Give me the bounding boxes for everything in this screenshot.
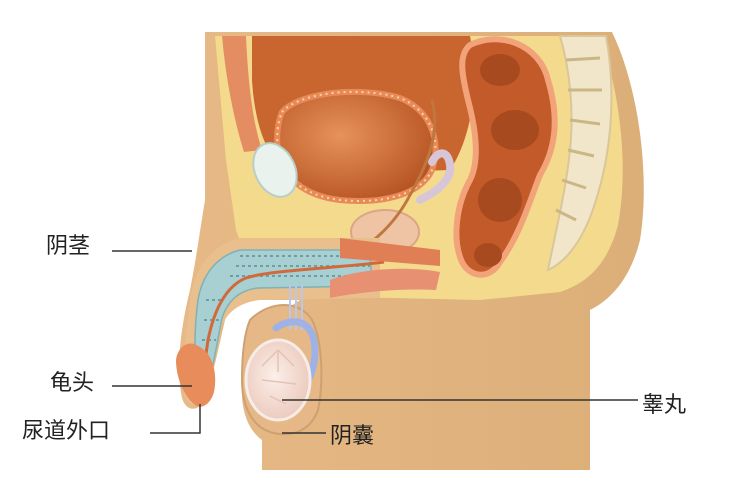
label-urethral-meatus: 尿道外口 [22, 419, 111, 444]
rectum [453, 36, 558, 278]
rectum-fold-2 [491, 110, 539, 150]
glans [176, 343, 216, 407]
testis-lobules [261, 349, 297, 405]
rectum-fold-1 [480, 54, 520, 86]
pelvic-floor-muscle [340, 238, 440, 266]
leader-line-meatus [150, 404, 201, 434]
abdominal-muscle [222, 36, 262, 152]
epididymis [272, 318, 319, 388]
seminal-vesicle [416, 149, 455, 204]
label-penis: 阴茎 [46, 234, 91, 259]
label-glans: 龟头 [50, 371, 95, 396]
sacrum-segments [555, 56, 602, 222]
bulbospongiosus [330, 268, 440, 298]
bladder [274, 88, 439, 204]
rectum-fold-4 [474, 243, 502, 267]
rectum-fold-3 [478, 178, 522, 222]
pubic-bone [252, 142, 298, 198]
label-testis: 睾丸 [642, 393, 687, 418]
bladder-wall-dots [276, 90, 437, 202]
urethra [198, 260, 385, 397]
label-scrotum: 阴囊 [330, 424, 375, 449]
